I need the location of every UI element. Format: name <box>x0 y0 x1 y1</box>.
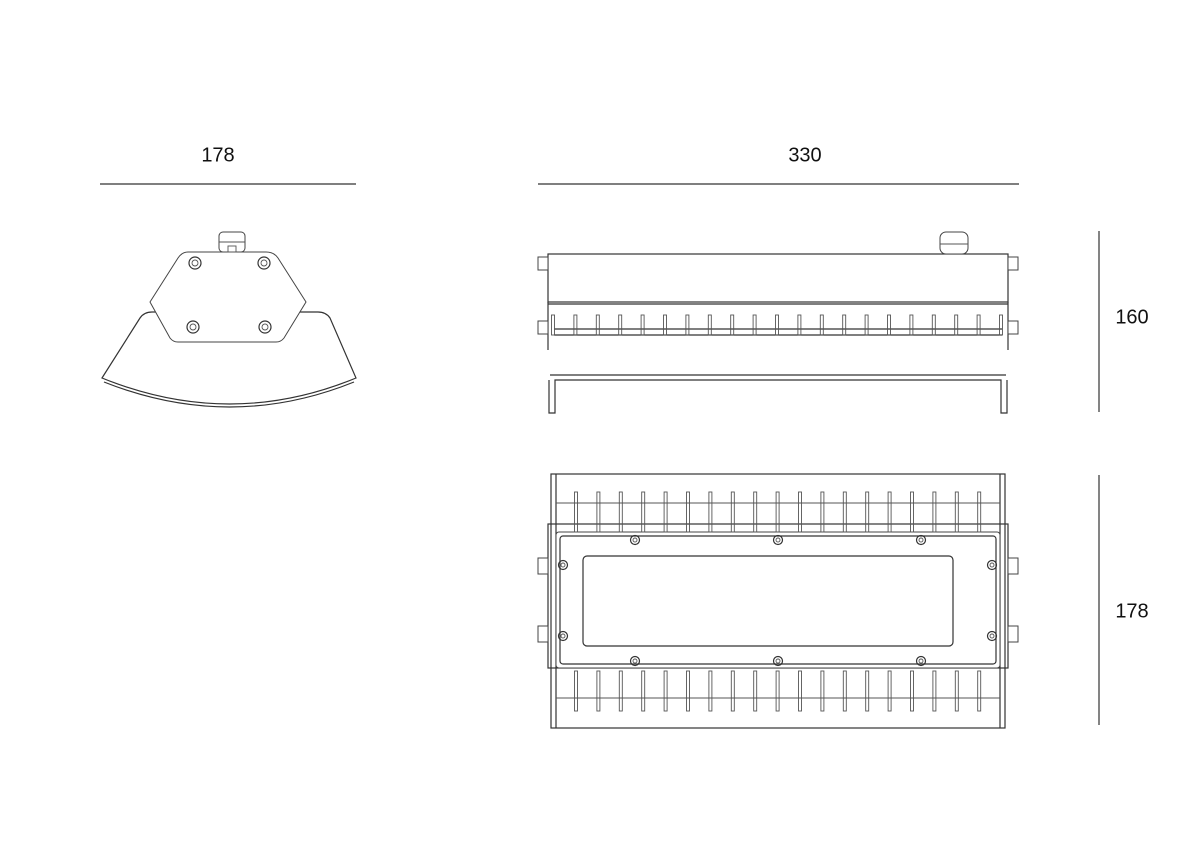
cooling-fin <box>618 670 623 712</box>
cooling-fin <box>932 670 937 712</box>
cooling-fin <box>618 491 623 533</box>
cooling-fin <box>775 491 780 533</box>
cooling-fin <box>999 314 1003 336</box>
cooling-fin <box>596 670 601 712</box>
cooling-fin <box>820 670 825 712</box>
cooling-fin <box>932 491 937 533</box>
screw-icon <box>772 655 784 667</box>
cooling-fin <box>708 670 713 712</box>
cooling-fin <box>865 670 870 712</box>
dimension-front-width: 178 <box>201 144 235 167</box>
cooling-fin <box>842 491 847 533</box>
cooling-fin <box>887 670 892 712</box>
cooling-fin <box>887 491 892 533</box>
cooling-fin <box>954 670 959 712</box>
cooling-fin <box>976 314 981 336</box>
cooling-fin <box>753 491 758 533</box>
cooling-fin <box>641 670 646 712</box>
screw-icon <box>629 655 641 667</box>
dimension-bottom-depth: 178 <box>1115 600 1149 623</box>
cooling-fin <box>618 314 623 336</box>
cooling-fin <box>708 491 713 533</box>
screw-icon <box>986 630 998 642</box>
cooling-fin <box>686 670 690 712</box>
cooling-fin <box>775 670 780 712</box>
cooling-fin <box>798 670 802 712</box>
cooling-fin <box>640 314 645 336</box>
cooling-fin <box>910 491 914 533</box>
front-view <box>101 231 357 408</box>
cooling-fin <box>842 314 847 336</box>
cooling-fin <box>864 314 869 336</box>
cooling-fin <box>686 491 690 533</box>
cooling-fin <box>865 491 870 533</box>
cooling-fin <box>798 491 802 533</box>
cooling-fin <box>730 491 735 533</box>
cooling-fin <box>596 491 601 533</box>
cooling-fin <box>797 314 802 336</box>
cooling-fin <box>730 670 735 712</box>
screw-icon <box>557 630 569 642</box>
side-view <box>537 231 1019 414</box>
dimension-lines <box>100 183 1100 725</box>
screw-icon <box>629 534 641 546</box>
screw-icon <box>986 559 998 571</box>
cooling-fin <box>551 314 555 336</box>
cooling-fin <box>977 670 982 712</box>
screw-icons <box>557 534 998 667</box>
cooling-fin <box>819 314 824 336</box>
screw-icon <box>557 559 569 571</box>
cooling-fin <box>753 670 758 712</box>
cooling-fin <box>641 491 646 533</box>
cooling-fin <box>752 314 757 336</box>
cooling-fin <box>663 491 668 533</box>
screw-icon <box>915 655 927 667</box>
cooling-fin <box>931 314 936 336</box>
cooling-fin <box>775 314 779 336</box>
cooling-fin <box>685 314 690 336</box>
cooling-fin <box>574 491 578 533</box>
cooling-fin <box>954 314 959 336</box>
dimension-side-length: 330 <box>788 144 822 167</box>
cooling-fin <box>954 491 959 533</box>
screw-icon <box>772 534 784 546</box>
cooling-fin <box>574 670 578 712</box>
screw-icons <box>186 256 272 334</box>
cooling-fin <box>887 314 891 336</box>
cooling-fin <box>573 314 578 336</box>
cooling-fin <box>707 314 712 336</box>
cooling-fin <box>842 670 847 712</box>
bottom-view <box>537 473 1019 729</box>
cooling-fin <box>820 491 825 533</box>
cooling-fin <box>909 314 914 336</box>
screw-icon <box>915 534 927 546</box>
cooling-fin <box>910 670 914 712</box>
dimension-side-height: 160 <box>1115 306 1149 329</box>
cooling-fin <box>663 314 667 336</box>
cooling-fin <box>663 670 668 712</box>
cooling-fin <box>730 314 735 336</box>
cooling-fin <box>977 491 982 533</box>
cooling-fin <box>595 314 600 336</box>
